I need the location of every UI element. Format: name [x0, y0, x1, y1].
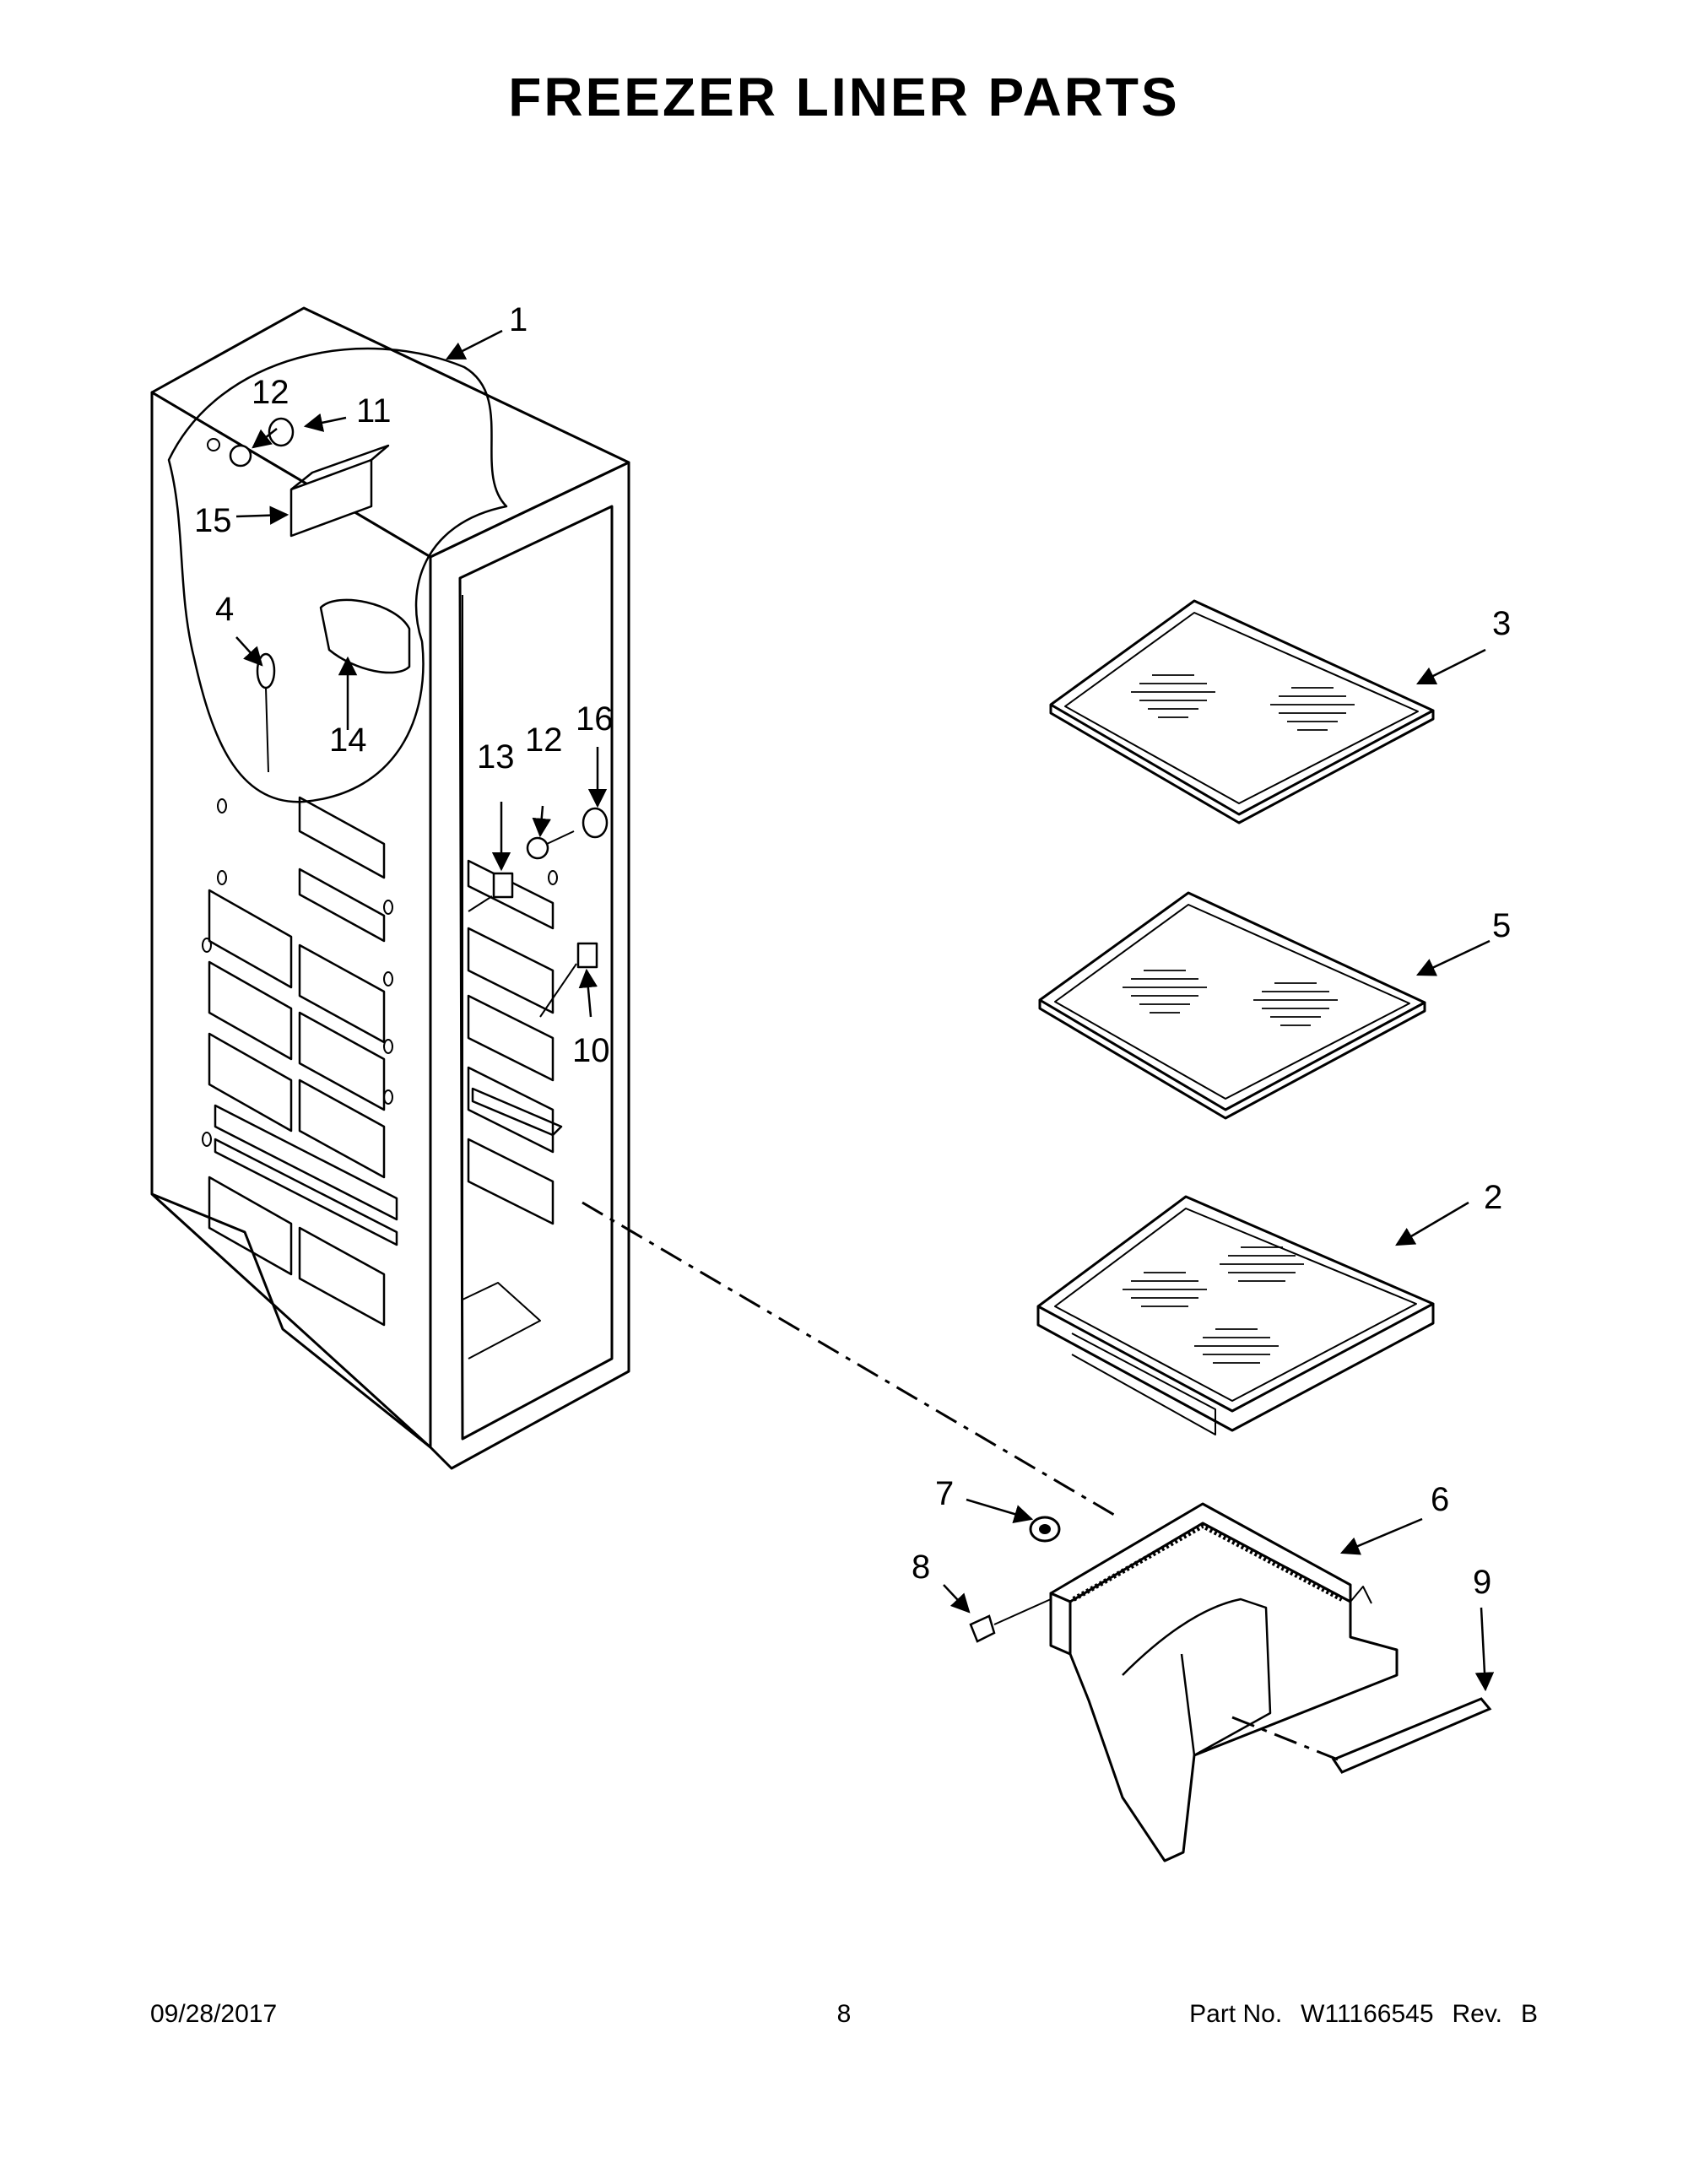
- callout-10: 10: [572, 1032, 610, 1069]
- callout-1: 1: [509, 301, 528, 338]
- shelf-3: [1049, 599, 1435, 824]
- trim-strip-part-9: [1331, 1697, 1492, 1774]
- screw-part-8: [969, 1614, 996, 1643]
- callout-14: 14: [329, 722, 367, 759]
- alignment-lines: [582, 1201, 1339, 1761]
- callout-arrows: [235, 329, 1495, 1692]
- rev-label: Rev.: [1452, 2000, 1502, 2028]
- rev-value: B: [1520, 2000, 1538, 2028]
- callout-2: 2: [1484, 1179, 1502, 1216]
- roller-hub: [1039, 1524, 1051, 1534]
- callout-15: 15: [194, 502, 232, 539]
- page-title: FREEZER LINER PARTS: [508, 67, 1180, 127]
- part-no-label: Part No.: [1189, 2000, 1283, 2028]
- callout-4: 4: [215, 591, 234, 628]
- callout-11: 11: [356, 392, 392, 430]
- callout-labels: 1 2 3 4 5 6 7 8 9 10 11 12 12 13 14 15 1…: [194, 301, 1511, 1601]
- callout-3: 3: [1492, 605, 1511, 642]
- freezer-drawer: [1049, 1502, 1399, 1862]
- shelf-2: [1036, 1195, 1435, 1435]
- callout-9: 9: [1473, 1564, 1491, 1601]
- callout-5: 5: [1492, 907, 1511, 944]
- footer-page-number: 8: [836, 2000, 852, 2028]
- footer-date: 09/28/2017: [150, 2000, 278, 2028]
- callout-8: 8: [912, 1549, 930, 1586]
- callout-16: 16: [576, 700, 614, 738]
- callout-7: 7: [935, 1475, 954, 1512]
- shelf-5: [1038, 891, 1426, 1120]
- freezer-liner: [150, 306, 630, 1470]
- part-no-value: W11166545: [1301, 2000, 1434, 2028]
- glass-highlights: [1123, 674, 1355, 1364]
- footer-part-number: Part No. W11166545 Rev. B: [1189, 2000, 1538, 2029]
- screw-leader: [993, 1598, 1052, 1625]
- callout-12-top: 12: [252, 374, 289, 411]
- callout-13: 13: [477, 738, 515, 776]
- callout-6: 6: [1431, 1481, 1449, 1518]
- callout-12-right: 12: [525, 722, 563, 759]
